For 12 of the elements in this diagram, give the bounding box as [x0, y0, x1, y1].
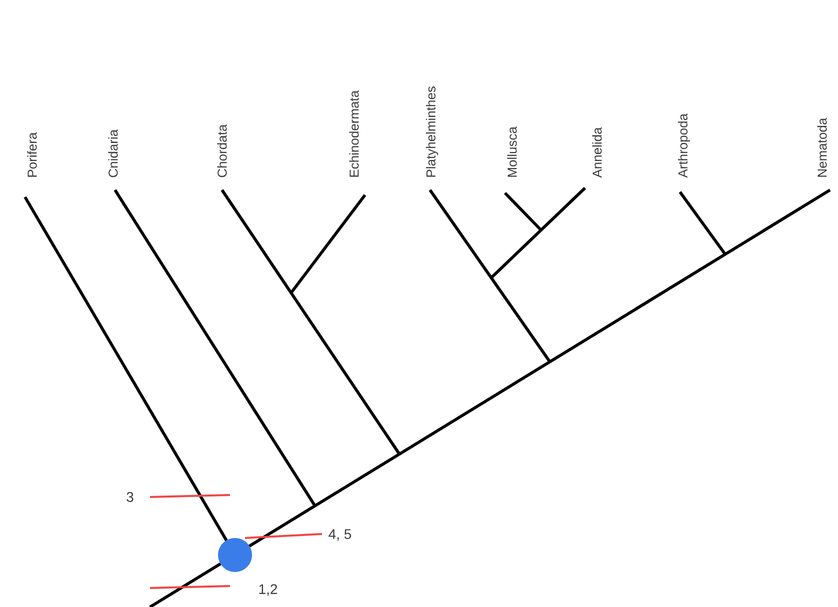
taxon-label: Nematoda — [817, 118, 827, 177]
taxon-label: Platyhelminthes — [426, 86, 438, 177]
taxon-label: Cnidaria — [108, 129, 118, 178]
taxon-label: Annelida — [592, 127, 602, 178]
trait-number: 4, 5 — [328, 529, 352, 541]
taxon-label: Echinodermata — [349, 90, 359, 177]
taxon-label: Chordata — [217, 124, 227, 178]
taxon-label: Mollusca — [507, 126, 517, 177]
taxon-label: Arthropoda — [678, 113, 690, 178]
trait-number: 3 — [126, 492, 134, 502]
trait-number: 1,2 — [259, 584, 278, 596]
taxon-label: Porifera — [27, 132, 37, 177]
